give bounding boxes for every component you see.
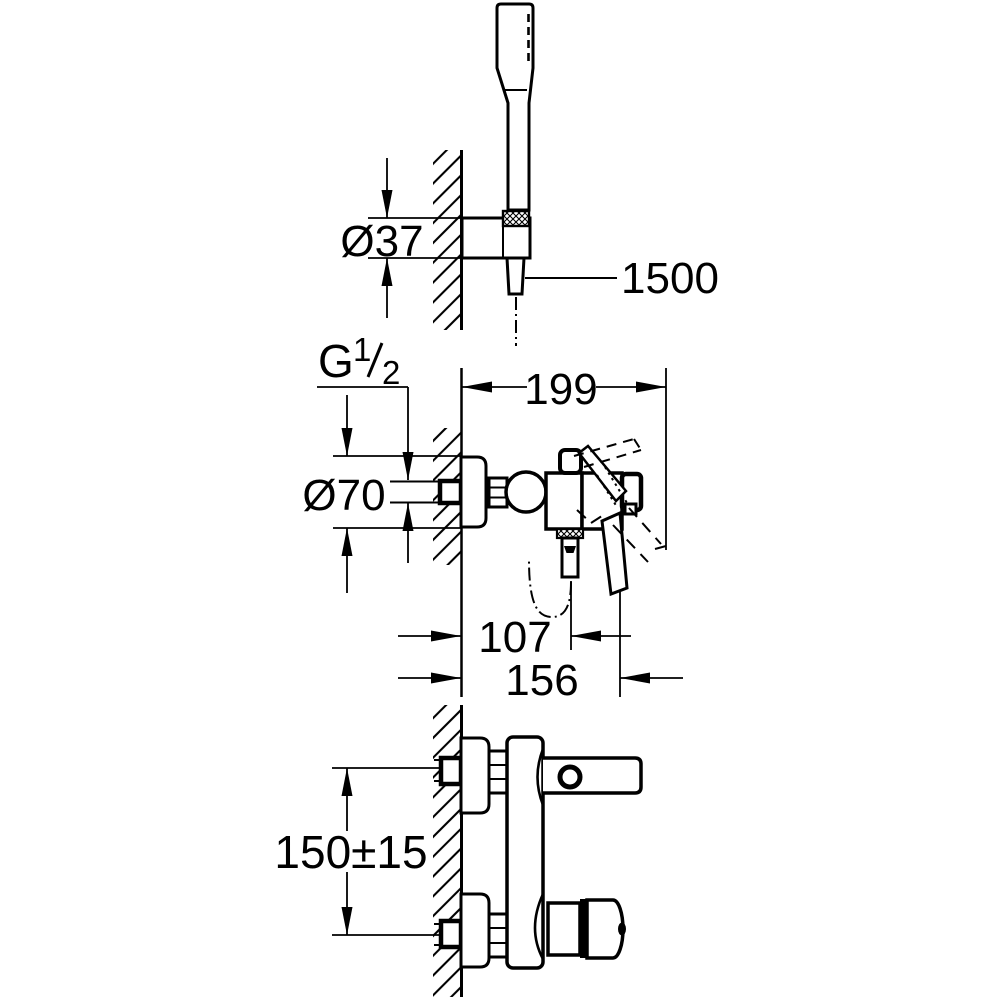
arrow-left-icon [462,381,492,393]
escutcheon-top-connection [459,736,491,815]
dim-label-107: 107 [478,613,551,662]
lever-swing-up-dashed [573,438,642,468]
knurl-texture-top [503,211,529,226]
mixer-body-block [544,471,584,531]
knob-ring [580,899,587,958]
mixer-connection-view [433,705,643,997]
arrow-up-icon [402,503,414,531]
knurl-texture-outlet [557,529,583,538]
thread-denominator: 2 [382,354,400,391]
lever-shaft-dotted-1 [604,466,628,504]
arrow-right-icon [431,672,461,684]
knob-transition-curve [533,893,545,960]
knob-marker [618,922,626,936]
hose-outlet [560,536,580,579]
dim-label-150: 150±15 [274,826,427,878]
mixer-body-front [505,735,545,970]
hex-union-bottom [487,912,509,959]
arrow-down-icon [402,452,414,480]
dim-outlet-depth: 107 [398,581,631,662]
dim-holder-diameter: Ø37 [340,158,462,318]
hose-connector-stub [505,256,526,296]
arrow-left-icon [620,672,650,684]
escutcheon-middle [459,455,488,529]
arrow-left-icon [571,630,601,642]
dim-label-156: 156 [505,656,578,705]
hand-shower-body [495,2,535,212]
dim-escutcheon-diameter: Ø70 [302,395,461,593]
knob-adapter [546,901,582,957]
arrow-up-icon [341,768,353,796]
dim-thread: G 1 2 [317,331,414,563]
outlet-detail [564,546,576,553]
diverter-hole [557,764,583,790]
thread-g: G [318,335,354,387]
spout-transition-curve [536,748,545,806]
escutcheon-bottom-connection [459,892,491,969]
thread-numerator: 1 [353,331,371,368]
dim-label-o70: Ø70 [302,471,385,520]
hand-shower-view [433,2,535,346]
mixer-side-view [390,368,667,697]
arrow-down-icon [341,907,353,935]
arrow-right-icon [431,630,461,642]
supply-square-bottom [438,918,464,950]
lever-arm [577,444,628,503]
fraction-slash [366,342,384,378]
arrow-right-icon [636,381,666,393]
union-nut-square [437,478,464,506]
wall-hatching-top [433,150,462,330]
dim-connection-spacing: 150±15 [274,767,442,936]
dim-hose-length: 1500 [525,254,719,303]
dim-label-199: 199 [524,365,597,414]
knob-body [585,898,625,960]
arrow-down-icon [381,190,393,218]
supply-square-top [438,755,464,787]
wall-hatching-bottom [433,705,462,997]
dim-label-o37: Ø37 [340,217,423,266]
lever-swing-down-dashed [576,507,667,563]
hex-union-top [487,749,509,795]
ball-joint [504,470,548,514]
dim-total-depth: 199 [462,365,667,550]
arrow-down-icon [341,428,353,456]
dim-label-1500: 1500 [621,254,719,303]
dim-lever-depth: 156 [398,592,683,705]
arrow-up-icon [341,528,353,556]
arrow-up-icon [381,258,393,286]
wall-holder-bracket [460,216,532,260]
hose-loop-centerline [528,559,572,619]
